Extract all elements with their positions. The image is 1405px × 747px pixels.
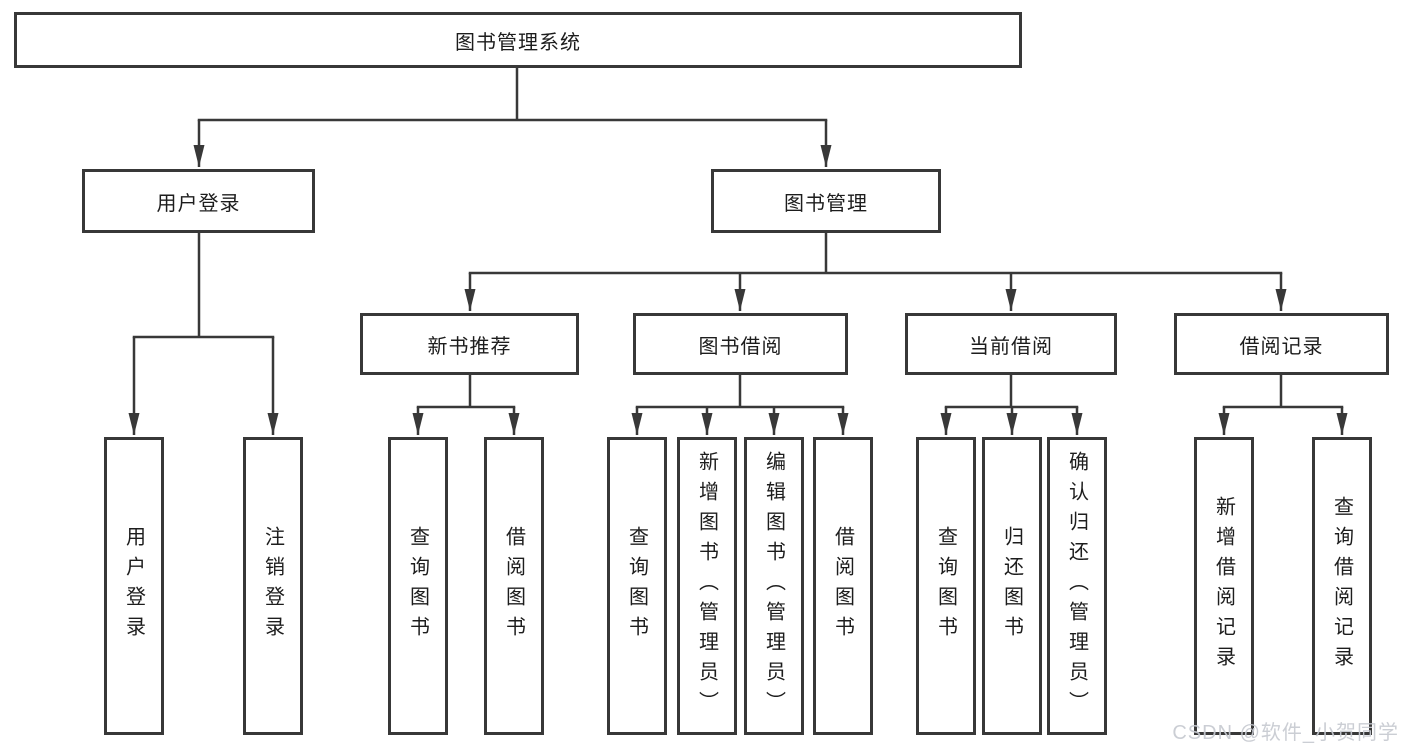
node-label: 当前借阅 xyxy=(969,335,1053,358)
node-label: 用户登录 xyxy=(156,192,241,215)
leaf-add-borrow-record: 新增借阅记录 xyxy=(1194,437,1254,735)
leaf-current-query-books: 查询图书 xyxy=(916,437,976,735)
leaf-confirm-return-admin: 确认归还（管理员） xyxy=(1047,437,1107,735)
leaf-recommend-borrow-books: 借阅图书 xyxy=(484,437,544,735)
node-label: 新增借阅记录 xyxy=(1212,496,1235,676)
leaf-borrow-borrow-books: 借阅图书 xyxy=(813,437,873,735)
node-label: 确认归还（管理员） xyxy=(1065,451,1088,721)
node-label: 归还图书 xyxy=(1000,526,1023,646)
csdn-watermark: CSDN @软件_小贺同学 xyxy=(1172,722,1399,744)
node-new-book-recommend: 新书推荐 xyxy=(360,313,579,375)
node-label: 编辑图书（管理员） xyxy=(762,451,785,721)
leaf-borrow-query-books: 查询图书 xyxy=(607,437,667,735)
leaf-query-borrow-record: 查询借阅记录 xyxy=(1312,437,1372,735)
node-label: 图书借阅 xyxy=(698,335,783,358)
node-label: 注销登录 xyxy=(261,526,284,646)
leaf-logout: 注销登录 xyxy=(243,437,303,735)
node-label: 借阅记录 xyxy=(1239,335,1324,358)
node-root: 图书管理系统 xyxy=(14,12,1022,68)
leaf-edit-books-admin: 编辑图书（管理员） xyxy=(744,437,804,735)
node-label: 查询图书 xyxy=(934,526,957,646)
node-label: 用户登录 xyxy=(122,526,145,646)
node-label: 查询图书 xyxy=(625,526,648,646)
node-label: 新书推荐 xyxy=(427,335,512,358)
node-book-borrow: 图书借阅 xyxy=(633,313,848,375)
leaf-user-login: 用户登录 xyxy=(104,437,164,735)
node-book-management: 图书管理 xyxy=(711,169,941,233)
node-label: 图书管理系统 xyxy=(455,31,581,54)
node-label: 查询借阅记录 xyxy=(1330,496,1353,676)
node-label: 图书管理 xyxy=(784,192,868,215)
node-borrow-records: 借阅记录 xyxy=(1174,313,1389,375)
node-label: 查询图书 xyxy=(406,526,429,646)
node-user-login: 用户登录 xyxy=(82,169,315,233)
leaf-add-books-admin: 新增图书（管理员） xyxy=(677,437,737,735)
node-label: 借阅图书 xyxy=(502,526,525,646)
leaf-return-books: 归还图书 xyxy=(982,437,1042,735)
node-current-borrow: 当前借阅 xyxy=(905,313,1117,375)
node-label: 借阅图书 xyxy=(831,526,854,646)
leaf-recommend-query-books: 查询图书 xyxy=(388,437,448,735)
node-label: 新增图书（管理员） xyxy=(695,451,718,721)
